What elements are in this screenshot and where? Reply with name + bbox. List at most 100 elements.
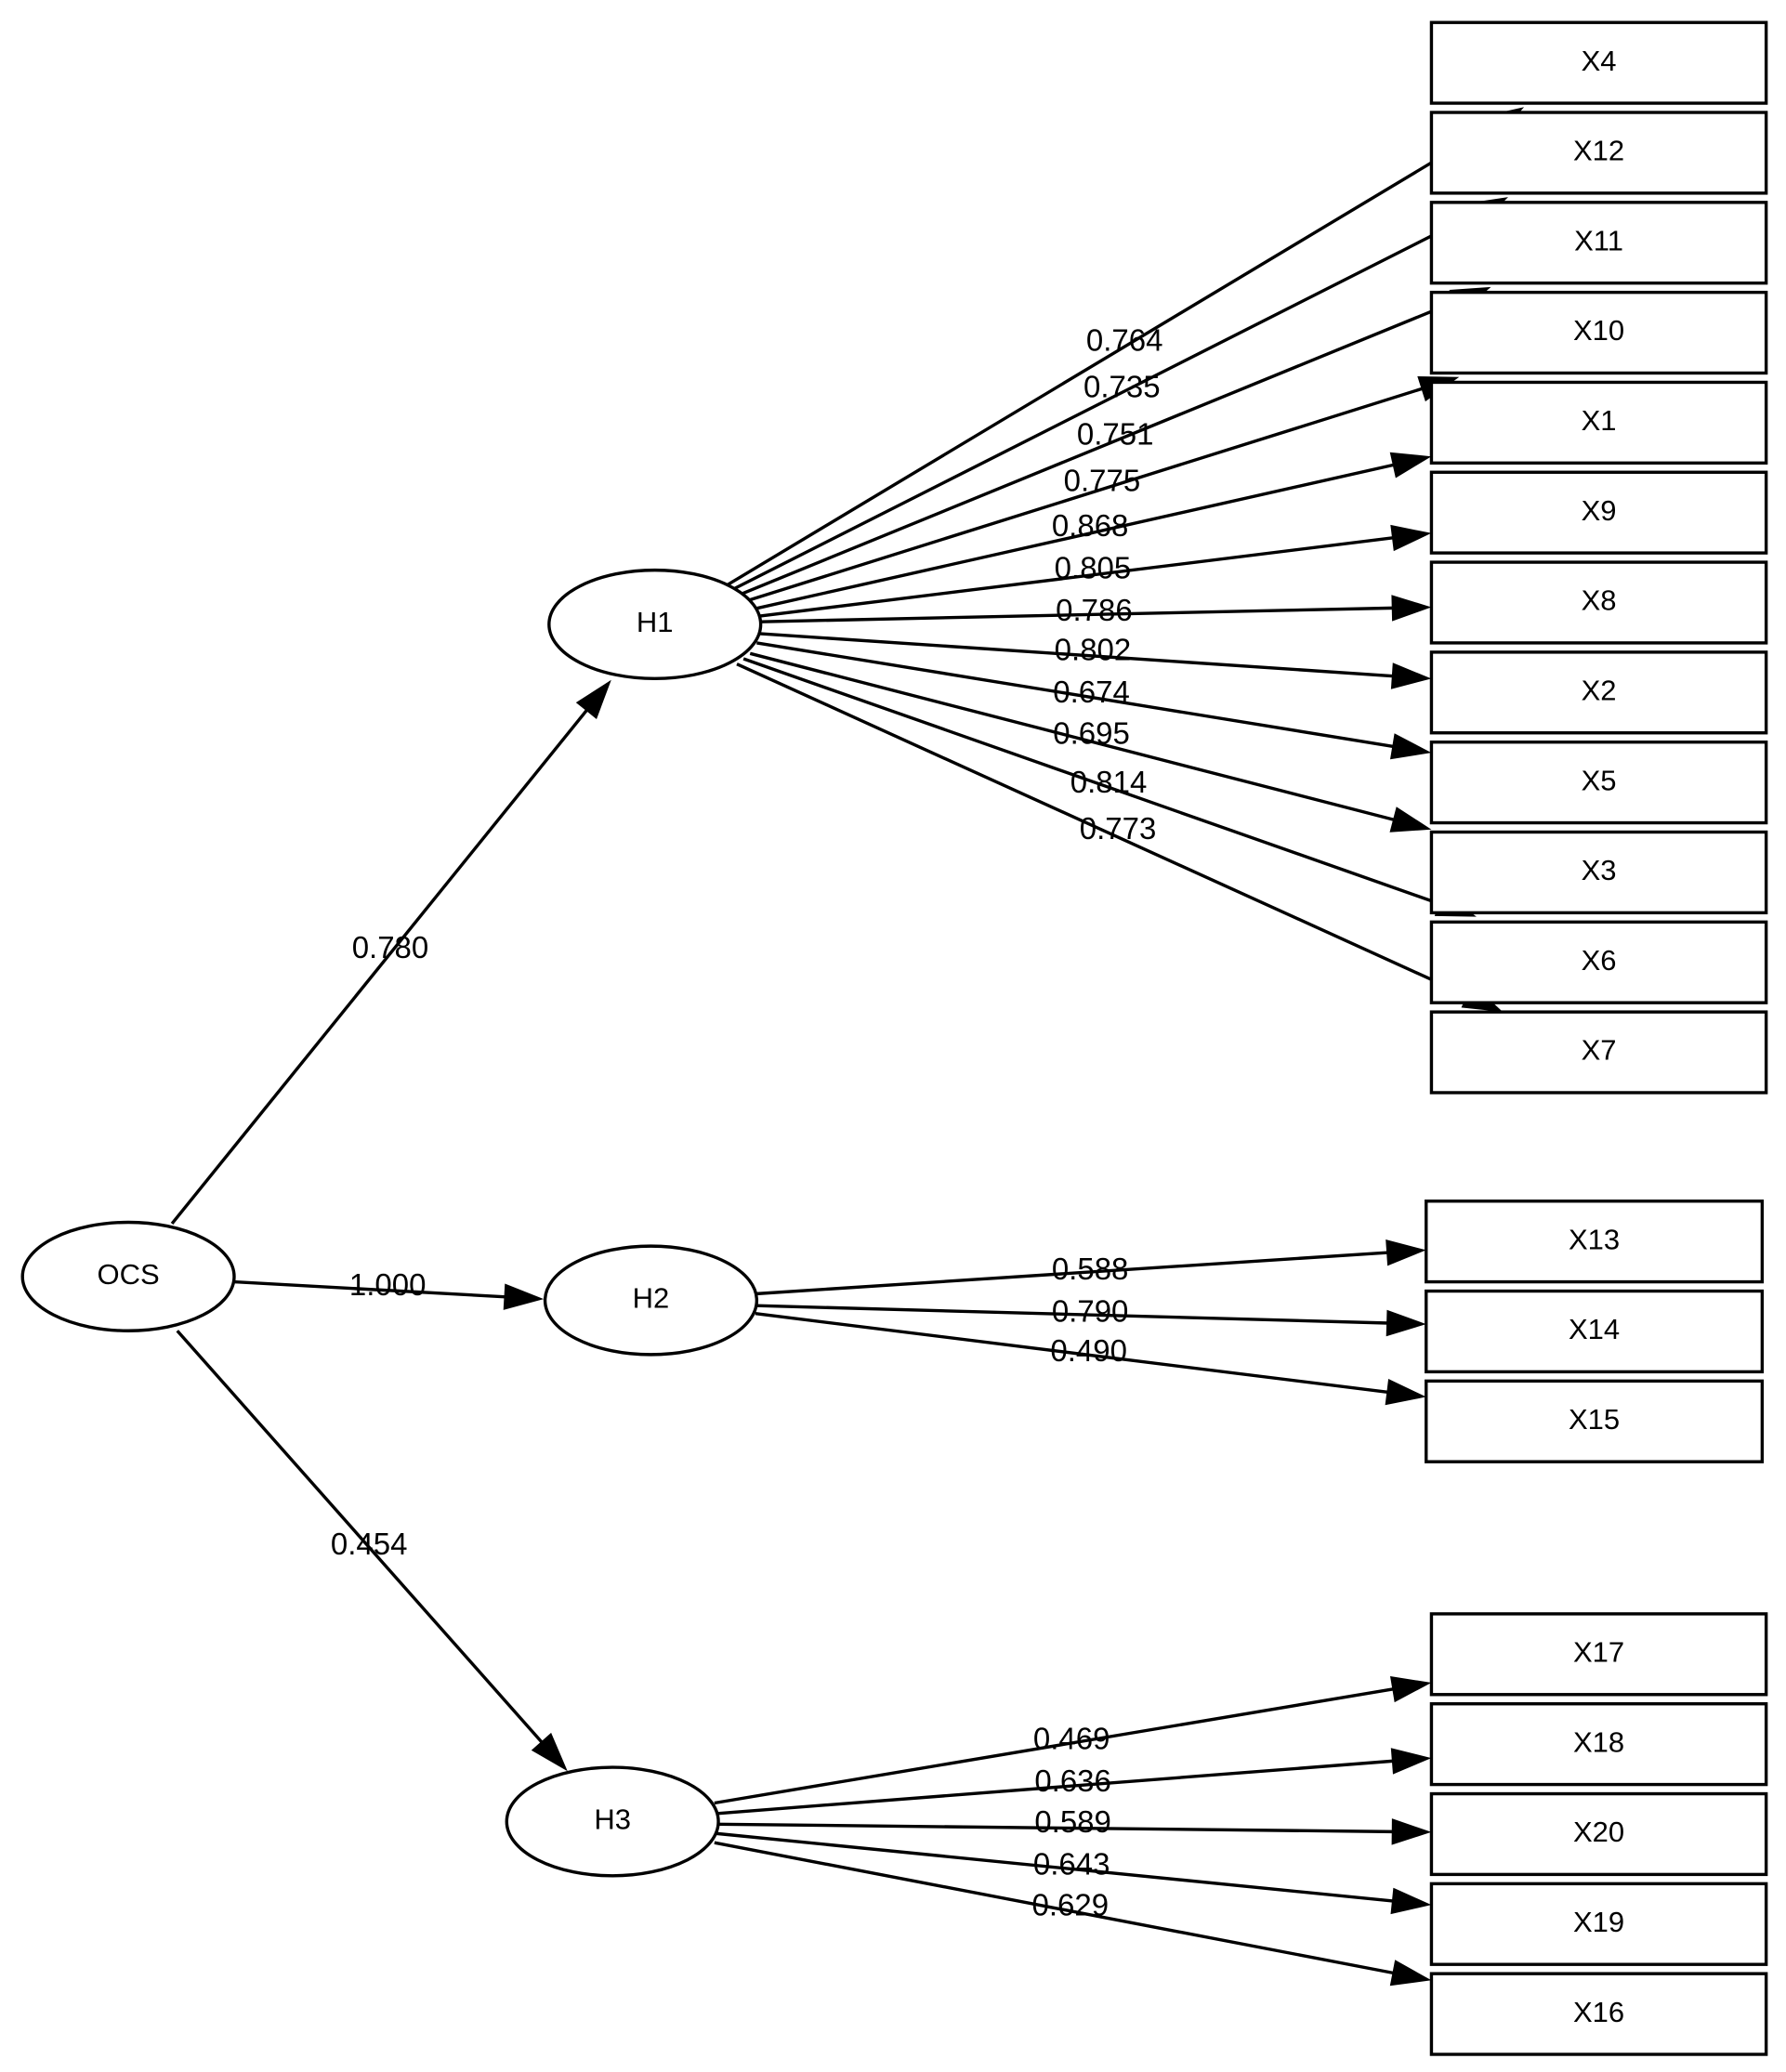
edge-label-h1-x5: 0.674 (1053, 675, 1130, 709)
edge-label-h3-x19: 0.643 (1033, 1847, 1110, 1882)
latent-node-ocs[interactable]: OCS (20, 1220, 236, 1332)
indicator-node-x15[interactable]: X15 (1425, 1379, 1765, 1463)
rect-shape (1429, 20, 1768, 105)
node-label: X10 (1573, 314, 1624, 347)
node-label: X5 (1582, 764, 1617, 796)
node-label: X4 (1582, 45, 1617, 77)
edge-label-h2-x14: 0.790 (1052, 1293, 1129, 1328)
indicator-node-x14[interactable]: X14 (1425, 1289, 1765, 1374)
edge-label-h1-x9: 0.805 (1055, 550, 1132, 584)
indicator-node-x16[interactable]: X16 (1429, 1972, 1768, 2056)
indicator-node-x11[interactable]: X11 (1429, 201, 1768, 285)
rect-shape (1429, 290, 1768, 375)
edge-line (716, 1759, 1394, 1816)
rect-shape (1425, 1200, 1765, 1284)
indicator-node-x20[interactable]: X20 (1429, 1791, 1768, 1877)
node-label: X11 (1574, 224, 1623, 256)
indicator-node-x10[interactable]: X10 (1429, 290, 1768, 375)
indicator-node-x5[interactable]: X5 (1429, 740, 1768, 825)
edge-label-h1-x12: 0.735 (1083, 369, 1161, 403)
arrowhead-icon (1390, 1676, 1432, 1703)
latent-node-h2[interactable]: H2 (543, 1244, 759, 1357)
edge-label-ocs-h2: 1.000 (349, 1267, 427, 1302)
arrowhead-icon (1390, 1748, 1432, 1775)
indicator-node-x13[interactable]: X13 (1425, 1200, 1765, 1284)
rect-shape (1429, 1882, 1768, 1966)
arrowhead-icon (1390, 524, 1432, 552)
edge-label-h3-x17: 0.469 (1033, 1721, 1110, 1755)
latent-node-h3[interactable]: H3 (505, 1765, 720, 1878)
indicator-node-x9[interactable]: X9 (1429, 470, 1768, 555)
indicator-node-x2[interactable]: X2 (1429, 650, 1768, 735)
edge-label-h1-x6: 0.814 (1070, 765, 1148, 799)
edge-line (756, 536, 1395, 619)
edge-ocs-to-h2 (233, 1279, 545, 1310)
edge-line (233, 1279, 506, 1299)
rect-shape (1429, 201, 1768, 285)
arrowhead-icon (1389, 452, 1432, 479)
arrowhead-icon (1391, 1818, 1432, 1845)
edge-ocs-to-h1 (170, 679, 611, 1225)
edge-label-h1-x11: 0.751 (1077, 417, 1154, 452)
node-label: OCS (98, 1258, 160, 1291)
node-label: X15 (1569, 1403, 1620, 1436)
arrowhead-icon (1385, 1309, 1426, 1337)
node-label: X16 (1573, 1996, 1624, 2028)
indicator-node-x12[interactable]: X12 (1429, 111, 1768, 195)
edge-h3-to-x20 (716, 1818, 1432, 1845)
node-label: X18 (1573, 1725, 1624, 1758)
edge-line (756, 1251, 1389, 1296)
edge-line (170, 708, 589, 1225)
edge-line (742, 387, 1425, 604)
edge-line (716, 1822, 1394, 1834)
edge-label-ocs-h1: 0.780 (352, 930, 429, 964)
latent-node-h1[interactable]: H1 (547, 568, 763, 681)
rect-shape (1425, 1289, 1765, 1374)
ellipse-shape (543, 1244, 759, 1357)
arrowhead-icon (1390, 733, 1432, 760)
node-label: X17 (1573, 1636, 1624, 1669)
edge-line (716, 1831, 1395, 1903)
edge-label-h1-x4: 0.764 (1086, 322, 1163, 357)
edge-line (714, 1841, 1395, 1975)
edge-line (176, 1330, 545, 1744)
indicator-node-x4[interactable]: X4 (1429, 20, 1768, 105)
indicator-node-x3[interactable]: X3 (1429, 830, 1768, 915)
node-label: X19 (1573, 1906, 1624, 1938)
indicator-node-x17[interactable]: X17 (1429, 1612, 1768, 1697)
indicator-node-x18[interactable]: X18 (1429, 1702, 1768, 1787)
edge-line (749, 463, 1396, 611)
indicator-node-x8[interactable]: X8 (1429, 560, 1768, 645)
edge-line (759, 632, 1394, 678)
edge-h2-to-x14 (756, 1304, 1426, 1337)
edge-line (756, 641, 1395, 749)
rect-shape (1429, 1702, 1768, 1787)
node-label: X1 (1582, 404, 1617, 437)
edge-label-h1-x2: 0.802 (1055, 633, 1132, 667)
edge-line (755, 1312, 1389, 1395)
node-label: X7 (1582, 1034, 1617, 1067)
node-label: X13 (1569, 1223, 1620, 1255)
edge-h3-to-x17 (714, 1676, 1432, 1805)
arrowhead-icon (1389, 807, 1432, 833)
edge-h1-to-x2 (759, 632, 1432, 689)
edge-line (714, 1687, 1395, 1805)
edge-label-ocs-h3: 0.454 (331, 1527, 408, 1561)
node-label: X9 (1582, 494, 1617, 527)
indicator-node-x19[interactable]: X19 (1429, 1882, 1768, 1966)
edge-label-h1-x3: 0.695 (1053, 715, 1130, 750)
indicator-node-x1[interactable]: X1 (1429, 380, 1768, 465)
edge-label-h3-x20: 0.589 (1034, 1804, 1111, 1839)
node-label: X20 (1573, 1816, 1624, 1848)
arrowhead-icon (1390, 662, 1432, 689)
node-label: H1 (637, 606, 674, 638)
rect-shape (1425, 1379, 1765, 1463)
edge-h1-to-x3 (749, 651, 1432, 833)
indicator-node-x6[interactable]: X6 (1429, 920, 1768, 1004)
node-label: X6 (1582, 944, 1617, 977)
rect-shape (1429, 560, 1768, 645)
rect-shape (1429, 1972, 1768, 2056)
indicator-node-x7[interactable]: X7 (1429, 1010, 1768, 1095)
